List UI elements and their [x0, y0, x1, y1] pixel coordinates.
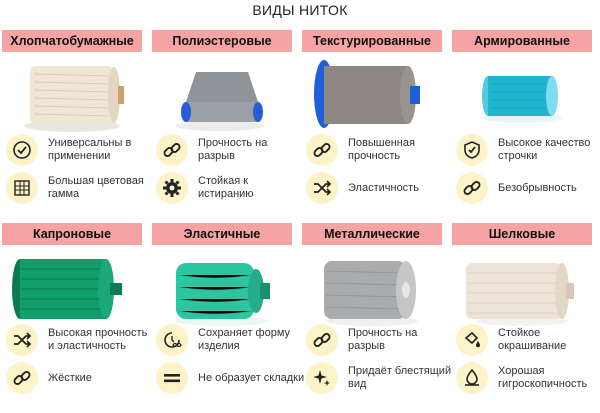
shuffle-icon [6, 324, 38, 356]
feature-item: Эластичность [302, 172, 452, 208]
feature-item: Высокая прочность и эластичность [2, 324, 152, 360]
feature-text: Эластичность [348, 181, 419, 194]
paint-drop-icon [456, 324, 488, 356]
card-label: Капроновые [2, 223, 142, 245]
feature-text: Прочность на разрыв [198, 137, 268, 162]
feature-text: Безобрывность [498, 181, 577, 194]
sparkle-icon [306, 362, 338, 394]
feature-item: Жёсткие [2, 362, 152, 398]
feature-text: Высокая прочность и эластичность [48, 327, 148, 352]
equals-icon [156, 362, 188, 394]
feature-item: Не образует складки [152, 362, 304, 398]
feature-item: Стойкое окрашивание [452, 324, 600, 360]
card-label: Армированные [452, 30, 592, 52]
feature-text: Сохраняет форму изделия [198, 327, 291, 352]
cotton-spool-image [24, 66, 124, 132]
feature-text: Придаёт блестящий вид [348, 365, 452, 390]
feature-item: Прочность на разрыв [152, 134, 302, 170]
feature-item: Большая цветовая гамма [2, 172, 152, 208]
card-label: Металлические [302, 223, 442, 245]
feature-item: Прочность на разрыв [302, 324, 452, 360]
shield-check-icon [456, 134, 488, 166]
metallic-spool-image [324, 261, 418, 326]
card-nylon: Капроновые Высокая прочность и эластично… [2, 223, 147, 413]
silk-spool-image [466, 263, 574, 326]
chain-link-icon [6, 362, 38, 394]
feature-item: Сохраняет форму изделия [152, 324, 302, 360]
card-label: Полиэстеровые [152, 30, 292, 52]
card-polyester: Полиэстеровые Прочность на разрыв Стойка… [152, 30, 292, 220]
check-circle-icon [6, 134, 38, 166]
polyester-spool-image [176, 72, 264, 131]
card-silk: Шелковые Стойкое окрашивание Хорошая гиг… [452, 223, 592, 413]
chain-link-icon [456, 172, 488, 204]
textured-spool-image [314, 60, 420, 128]
card-cotton: Хлопчатобумажные Универсальны в применен… [2, 30, 144, 220]
chain-link-icon [306, 134, 338, 166]
palette-icon [6, 172, 38, 204]
gear-icon [156, 172, 188, 204]
feature-item: Высокое качество строчки [452, 134, 600, 170]
infinity-clock-icon [156, 324, 188, 356]
card-label: Эластичные [152, 223, 292, 245]
feature-text: Прочность на разрыв [348, 327, 418, 352]
hygroscopic-icon [456, 362, 488, 394]
feature-text: Хорошая гигроскопичность [498, 365, 588, 390]
card-metallic: Металлические Прочность на разрыв Придаё… [302, 223, 451, 413]
card-textured: Текстурированные Повышенная прочность Эл… [302, 30, 442, 220]
card-label: Текстурированные [302, 30, 442, 52]
shuffle-icon [306, 172, 338, 204]
card-reinforced: Армированные Высокое качество строчки Бе… [452, 30, 592, 220]
nylon-spool-image [12, 259, 122, 319]
reinforced-spool-image [482, 76, 562, 123]
feature-text: Не образует складки [198, 371, 305, 384]
feature-item: Хорошая гигроскопичность [452, 362, 600, 398]
feature-item: Универсальны в применении [2, 134, 152, 170]
card-label: Шелковые [452, 223, 592, 245]
chain-link-icon [156, 134, 188, 166]
elastic-spool-image [176, 263, 270, 326]
feature-text: Повышенная прочность [348, 137, 415, 162]
card-label: Хлопчатобумажные [2, 30, 142, 52]
page-title: ВИДЫ НИТОК [252, 2, 348, 18]
feature-text: Универсальны в применении [48, 137, 132, 162]
feature-text: Высокое качество строчки [498, 137, 591, 162]
card-elastic: Эластичные Сохраняет форму изделия Не об… [152, 223, 304, 413]
feature-item: Стойкая к истиранию [152, 172, 302, 208]
feature-item: Повышенная прочность [302, 134, 452, 170]
feature-text: Жёсткие [48, 371, 92, 384]
chain-link-icon [306, 324, 338, 356]
feature-text: Стойкое окрашивание [498, 327, 567, 352]
feature-item: Безобрывность [452, 172, 600, 208]
feature-item: Придаёт блестящий вид [302, 362, 452, 398]
feature-text: Большая цветовая гамма [48, 175, 144, 200]
feature-text: Стойкая к истиранию [198, 175, 254, 200]
